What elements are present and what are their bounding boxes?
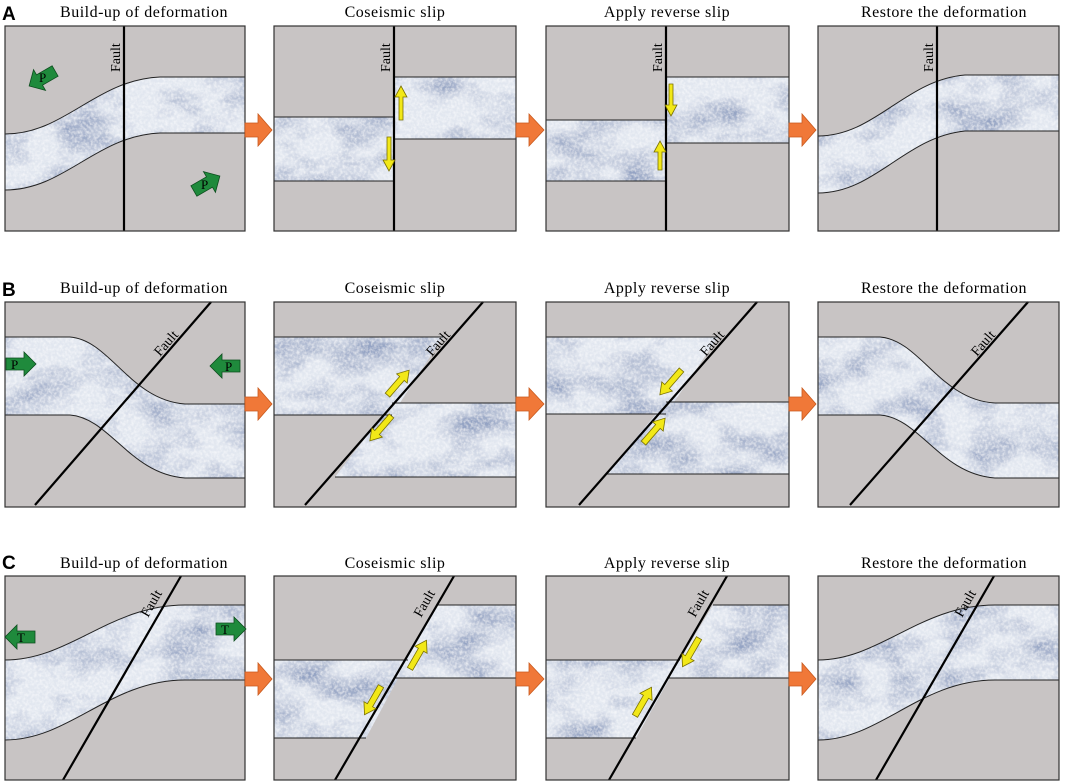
fault-line bbox=[62, 575, 182, 781]
slip-arrow-down bbox=[369, 413, 395, 442]
slip-arrow-up bbox=[394, 85, 408, 121]
force-label-p: P bbox=[225, 359, 232, 374]
row-label-a: A bbox=[2, 4, 16, 25]
panel-c3: Fault bbox=[545, 575, 790, 781]
process-arrow bbox=[244, 112, 273, 148]
fault-label: Fault bbox=[922, 43, 937, 72]
fault-line bbox=[849, 301, 1029, 506]
title-c3: Apply reverse slip bbox=[604, 555, 730, 572]
force-label-p: P bbox=[39, 70, 46, 85]
panel-c4: Fault bbox=[817, 575, 1060, 781]
panel-b1: Fault P P bbox=[4, 301, 246, 508]
slip-arrow-up bbox=[640, 417, 666, 446]
fault-line bbox=[875, 575, 995, 781]
process-arrow bbox=[244, 661, 273, 697]
force-label-p: P bbox=[201, 177, 208, 192]
panel-c2: Fault bbox=[273, 575, 517, 781]
title-c4: Restore the deformation bbox=[861, 555, 1027, 572]
slip-arrow-up bbox=[406, 639, 428, 671]
title-b3: Apply reverse slip bbox=[604, 280, 730, 297]
slip-arrow-up bbox=[653, 140, 667, 171]
process-arrow bbox=[515, 386, 545, 422]
force-arrow-p bbox=[5, 351, 37, 377]
panel-b4: Fault bbox=[817, 301, 1060, 508]
slip-arrow-down bbox=[664, 83, 678, 117]
process-arrow bbox=[788, 661, 817, 697]
process-arrow bbox=[515, 112, 545, 148]
panel-b2: Fault bbox=[273, 301, 517, 508]
row-label-b: B bbox=[2, 280, 16, 301]
fault-label: Fault bbox=[651, 43, 666, 72]
force-arrow-t bbox=[4, 624, 36, 650]
fault-line bbox=[304, 301, 484, 506]
title-a4: Restore the deformation bbox=[861, 4, 1027, 21]
title-b4: Restore the deformation bbox=[861, 280, 1027, 297]
fault-line bbox=[608, 575, 728, 781]
slip-arrow-up bbox=[631, 686, 653, 718]
fault-label: Fault bbox=[109, 43, 124, 72]
slip-arrow-down bbox=[363, 684, 385, 716]
slip-arrow-up bbox=[384, 369, 410, 398]
panel-a2: Fault bbox=[273, 25, 517, 232]
row-label-c: C bbox=[2, 553, 16, 574]
slip-arrow-down bbox=[382, 136, 396, 172]
force-arrow-t bbox=[215, 616, 247, 642]
title-a3: Apply reverse slip bbox=[604, 4, 730, 21]
fault-line bbox=[34, 301, 212, 506]
panel-b3: Fault bbox=[545, 301, 790, 508]
force-label-p: P bbox=[11, 357, 18, 372]
fault-label: Fault bbox=[379, 43, 394, 72]
force-label-t: T bbox=[17, 630, 25, 645]
process-arrow bbox=[788, 112, 817, 148]
title-b2: Coseismic slip bbox=[345, 280, 446, 297]
panel-a1: Fault P P bbox=[4, 25, 246, 232]
fault-line bbox=[334, 575, 455, 781]
panel-a4: Fault bbox=[817, 25, 1060, 232]
title-c2: Coseismic slip bbox=[345, 555, 446, 572]
slip-arrow-down bbox=[659, 367, 685, 396]
panel-titles: Build-up of deformation Coseismic slip A… bbox=[60, 4, 1027, 572]
process-arrow bbox=[244, 386, 273, 422]
title-b1: Build-up of deformation bbox=[60, 280, 228, 297]
force-arrow-p bbox=[28, 65, 59, 92]
force-arrow-p bbox=[190, 170, 221, 197]
process-arrow bbox=[788, 386, 817, 422]
panel-c1: Fault T T bbox=[4, 575, 247, 781]
title-a1: Build-up of deformation bbox=[60, 4, 228, 21]
title-a2: Coseismic slip bbox=[345, 4, 446, 21]
force-arrow-p bbox=[209, 353, 241, 379]
process-arrow bbox=[515, 661, 545, 697]
slip-arrow-down bbox=[681, 636, 703, 668]
fault-line bbox=[578, 301, 758, 506]
title-c1: Build-up of deformation bbox=[60, 555, 228, 572]
panel-a3: Fault bbox=[545, 25, 790, 232]
force-label-t: T bbox=[221, 622, 229, 637]
